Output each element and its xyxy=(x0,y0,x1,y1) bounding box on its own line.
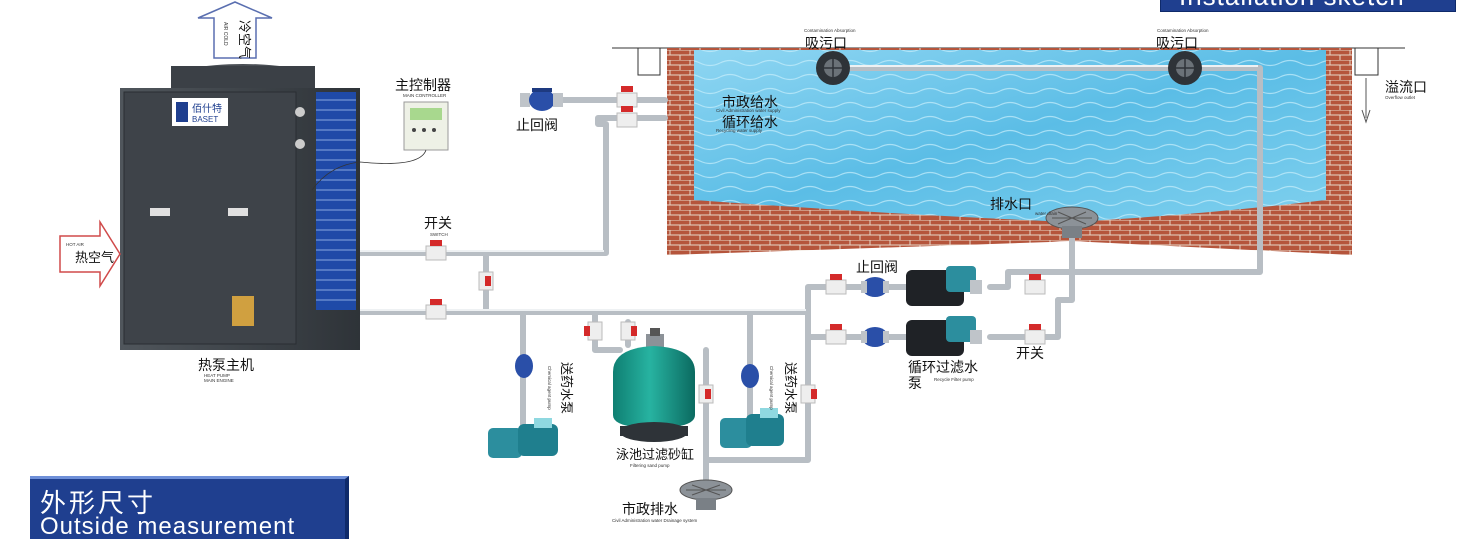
municipal-drain-label: 市政排水 xyxy=(622,501,678,518)
municipal-drain-icon xyxy=(679,479,733,510)
outside-measurement-title-cn: 外形尺寸 xyxy=(40,489,157,519)
suction-left-label: 吸污口 xyxy=(805,36,847,52)
pool-heat-pump-installation-diagram: 溢流口 Overflow outlet 佰什特 xyxy=(59,1,1427,523)
switch-left-label: 开关 xyxy=(424,216,452,232)
suction-outlet-left-icon xyxy=(816,51,850,85)
overflow-label-en: Overflow outlet xyxy=(1385,95,1416,100)
overflow-label: 溢流口 xyxy=(1385,80,1427,96)
cold-air-arrow-icon xyxy=(197,1,273,59)
municipal-supply-label: 市政给水 xyxy=(722,94,778,111)
suction-outlet-right-icon xyxy=(1168,51,1202,85)
chem-pump-right-label-en: Chemical agent pump xyxy=(769,366,774,410)
sand-filter-label: 泳池过滤砂缸 xyxy=(616,447,694,463)
circulation-supply-label: 循环给水 xyxy=(722,115,778,131)
recycle-filter-pump-bottom-icon xyxy=(906,316,982,356)
hot-air-arrow-icon xyxy=(59,219,121,289)
check-valve-left-icon xyxy=(520,88,563,111)
check-valve-left-label: 止回阀 xyxy=(516,118,558,134)
heat-pump-label: 热泵主机 xyxy=(198,358,254,374)
overflow-arrow-icon xyxy=(1361,78,1371,124)
drain-label-en: water drain xyxy=(1035,211,1058,216)
installation-sketch-banner: Installation sketch xyxy=(1160,0,1456,12)
suction-left-label-en: Contamination Absorption xyxy=(804,28,856,33)
chem-pump-right-label: 送药水泵 xyxy=(782,362,797,414)
brand-name-en: BASET xyxy=(192,115,218,124)
main-controller xyxy=(311,101,449,191)
controller-label: 主控制器 xyxy=(395,78,451,94)
recycle-filter-pump-top-icon xyxy=(906,266,982,306)
cold-air-label: 冷空气 xyxy=(236,20,252,59)
sand-filter-label-en: Filtering sand pump xyxy=(630,463,670,468)
municipal-drain-label-en: Civil Administration water Drainage syst… xyxy=(612,518,698,523)
circulation-supply-label-en: Recycling water supply xyxy=(716,128,763,133)
switch-right-label: 开关 xyxy=(1016,346,1044,362)
check-valve-right-label: 止回阀 xyxy=(856,260,898,276)
switch-left-label-en: SWITCH xyxy=(430,232,448,237)
municipal-supply-label-en: Civil Administration water supply xyxy=(716,108,781,113)
installation-sketch-title: Installation sketch xyxy=(1179,0,1405,12)
outside-measurement-title-en: Outside measurement xyxy=(40,513,296,540)
sand-filter-tank-icon xyxy=(613,328,695,442)
chemical-pump-right-icon xyxy=(720,364,784,448)
recycle-pump-label-line2: 泵 xyxy=(908,376,922,392)
hot-air-label: 热空气 xyxy=(75,250,114,266)
controller-label-en: MAIN CONTROLLER xyxy=(403,93,447,98)
pool-drain-icon xyxy=(1045,206,1099,238)
check-valve-right-top-icon xyxy=(861,277,889,297)
ball-valve-icons xyxy=(425,86,1046,404)
outside-measurement-banner: 外形尺寸 Outside measurement xyxy=(30,476,349,540)
suction-right-label-en: Contamination Absorption xyxy=(1157,28,1209,33)
drain-label: 排水口 xyxy=(990,197,1032,213)
chem-pump-left-label-en: Chemical agent pump xyxy=(547,366,552,410)
swimming-pool xyxy=(612,47,1405,255)
suction-right-label: 吸污口 xyxy=(1156,36,1198,52)
chem-pump-left-label: 送药水泵 xyxy=(558,362,573,414)
heat-pump-unit xyxy=(120,64,360,350)
heat-pump-label-en-1: HEAT PUMP xyxy=(204,373,230,378)
brand-name: 佰什特 xyxy=(192,102,222,115)
heat-pump-label-en-2: MAIN ENGINE xyxy=(204,378,234,383)
check-valve-right-bottom-icon xyxy=(861,327,889,347)
hot-air-label-en: HOT AIR xyxy=(66,242,85,247)
recycle-pump-label-en: Recycle Filter pump xyxy=(934,377,974,382)
recycle-pump-label-line1: 循环过滤水 xyxy=(908,360,978,376)
chemical-pump-left-icon xyxy=(488,354,558,458)
cold-air-label-en: AIR COLD xyxy=(222,22,228,46)
